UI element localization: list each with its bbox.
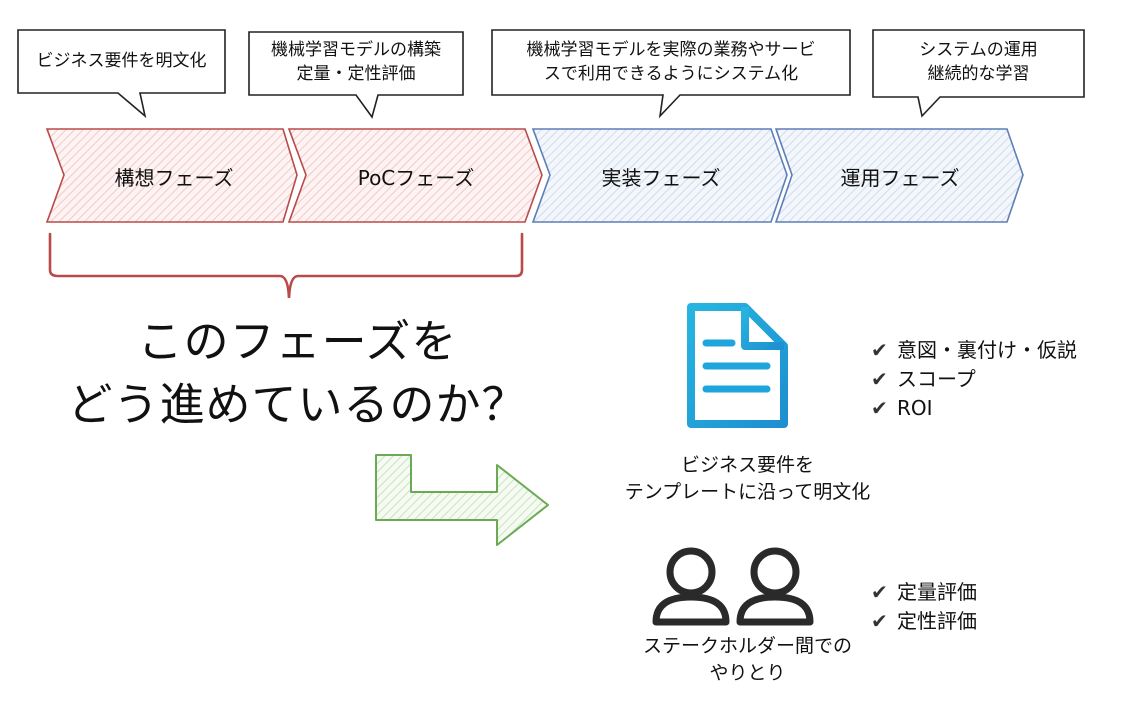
callout-text-2: 機械学習モデルの構築 定量・定性評価 (271, 40, 441, 84)
question-line-2: どう進めているのか？ (67, 378, 528, 431)
callout-bubble-1 (17, 29, 226, 119)
callout-bubble-4 (872, 29, 1085, 118)
callout-bubble-3 (491, 29, 851, 119)
check-item: ✔ スコープ (871, 365, 1077, 394)
check-item: ✔ 定性評価 (871, 607, 977, 636)
document-caption-line-2: テンプレートに沿って明文化 (624, 481, 871, 503)
question-line-1: このフェーズを (137, 315, 458, 368)
stakeholder-checklist: ✔ 定量評価 ✔ 定性評価 (871, 578, 977, 636)
callout-bubble-2 (248, 31, 464, 119)
stakeholder-caption-line-1: ステークホルダー間での (642, 635, 852, 657)
check-item: ✔ 意図・裏付け・仮説 (871, 336, 1077, 365)
check-item-label: スコープ (897, 367, 976, 391)
check-icon: ✔ (871, 367, 888, 391)
callout-text-3: 機械学習モデルを実際の業務やサービ スで利用できるようにシステム化 (526, 40, 816, 84)
check-icon: ✔ (871, 396, 888, 420)
check-item: ✔ ROI (871, 394, 1077, 423)
phase-label-4: 運用フェーズ (840, 166, 960, 190)
check-item-label: 意図・裏付け・仮説 (897, 338, 1077, 362)
phase-label-1: 構想フェーズ (114, 166, 234, 190)
check-icon: ✔ (871, 609, 888, 633)
phase-label-3: 実装フェーズ (601, 166, 721, 190)
check-item: ✔ 定量評価 (871, 578, 977, 607)
stakeholder-caption-line-2: やりとり (709, 662, 786, 684)
phase-label-2: PoCフェーズ (357, 166, 475, 190)
phase-chevron-1 (45, 128, 298, 223)
phase-chevron-4 (774, 128, 1024, 223)
callout-text-1: ビジネス要件を明文化 (36, 51, 207, 71)
check-item-label: ROI (897, 396, 933, 420)
check-icon: ✔ (871, 338, 888, 362)
document-icon (687, 303, 788, 428)
check-item-label: 定性評価 (897, 609, 977, 633)
check-icon: ✔ (871, 580, 888, 604)
phase-chevron-3 (531, 128, 788, 223)
document-caption-line-1: ビジネス要件を (680, 454, 814, 476)
green-arrow-icon (375, 454, 549, 546)
check-item-label: 定量評価 (897, 580, 977, 604)
phase-chevron-2 (287, 128, 543, 223)
callout-text-4: システムの運用 継続的な学習 (919, 40, 1038, 84)
document-checklist: ✔ 意図・裏付け・仮説 ✔ スコープ ✔ ROI (871, 336, 1077, 423)
phase-bracket (48, 232, 524, 299)
people-icon (652, 547, 814, 626)
